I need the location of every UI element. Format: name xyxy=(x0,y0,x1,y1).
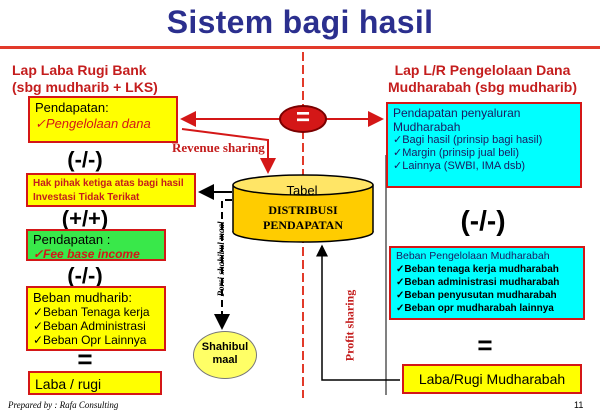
right-pendapatan-title-1: Pendapatan penyaluran xyxy=(393,106,521,120)
fee-base-income-box: Pendapatan : ✓Fee base income xyxy=(26,229,166,261)
porsi-shahibul-maal-label: Porsi shahibul maal xyxy=(216,221,226,297)
right-pendapatan-title-2: Mudharabah xyxy=(393,120,461,134)
beban-mudharib-item: ✓Beban Administrasi xyxy=(33,319,146,333)
right-pendapatan-box: Pendapatan penyaluran Mudharabah ✓Bagi h… xyxy=(386,102,582,188)
beban-mudharib-item: ✓Beban Opr Lainnya xyxy=(33,333,147,347)
right-beban-item: ✓Beban opr mudharabah lainnya xyxy=(396,303,554,314)
right-laba-rugi-box: Laba/Rugi Mudharabah xyxy=(402,364,582,394)
beban-mudharib-box: Beban mudharib: ✓Beban Tenaga kerja ✓Beb… xyxy=(26,286,166,351)
right-beban-item: ✓Beban penyusutan mudharabah xyxy=(396,290,557,301)
left-operator-3: (-/-) xyxy=(67,263,103,288)
right-pendapatan-item: ✓Bagi hasil (prinsip bagi hasil) xyxy=(393,134,543,146)
left-pendapatan-box: Pendapatan: ✓Pengelolaan dana xyxy=(28,96,178,143)
left-laba-rugi-box: Laba / rugi xyxy=(28,371,162,395)
beban-mudharib-title: Beban mudharib: xyxy=(33,290,133,305)
right-beban-title: Beban Pengelolaan Mudharabah xyxy=(396,250,550,262)
left-operator-1: (-/-) xyxy=(67,147,103,172)
right-beban-item: ✓Beban administrasi mudharabah xyxy=(396,277,560,288)
revenue-sharing-label: Revenue sharing xyxy=(172,140,265,155)
right-equals: = xyxy=(477,330,493,360)
shahibul-line1: Shahibul xyxy=(201,341,249,353)
right-header-line2: Mudharabah (sbg mudharib) xyxy=(388,79,577,95)
fee-item: ✓Fee base income xyxy=(33,247,140,261)
distribusi-pendapatan-label: DISTRIBUSI PENDAPATAN xyxy=(263,203,343,232)
right-operator: (-/-) xyxy=(460,205,506,236)
hak-pihak-ketiga-box: Hak pihak ketiga atas bagi hasil Investa… xyxy=(26,173,196,207)
equals-oval: = xyxy=(279,105,327,133)
left-header: Lap Laba Rugi Bank (sbg mudharib + LKS) xyxy=(12,62,267,96)
fee-title: Pendapatan : xyxy=(33,232,111,247)
left-pendapatan-title: Pendapatan: xyxy=(35,100,109,115)
cylinder-top xyxy=(232,174,374,196)
title-divider xyxy=(0,46,600,49)
beban-mudharib-item: ✓Beban Tenaga kerja xyxy=(33,305,150,319)
right-header-line1: Lap L/R Pengelolaan Dana xyxy=(394,62,571,78)
right-pendapatan-item: ✓Margin (prinsip jual beli) xyxy=(393,147,519,159)
arrow-porsi xyxy=(214,199,232,330)
right-pendapatan-item: ✓Lainnya (SWBI, IMA dsb) xyxy=(393,160,526,172)
shahibul-maal-oval: Shahibul maal xyxy=(193,331,257,379)
page-title: Sistem bagi hasil xyxy=(166,4,434,40)
left-header-line1: Lap Laba Rugi Bank xyxy=(12,62,147,78)
left-pendapatan-item: ✓Pengelolaan dana xyxy=(35,116,151,131)
profit-sharing-label: Profit sharing xyxy=(342,289,357,362)
left-operator-2: (+/+) xyxy=(61,206,109,231)
arrow-profit-sharing xyxy=(316,244,400,381)
arrow-revenue-sharing xyxy=(181,128,276,174)
page-number: 11 xyxy=(574,400,584,410)
right-beban-item: ✓Beban tenaga kerja mudharabah xyxy=(396,264,559,275)
footer-prepared-by: Prepared by : Rafa Consulting xyxy=(8,400,119,410)
shahibul-line2: maal xyxy=(212,354,238,366)
right-header: Lap L/R Pengelolaan Dana Mudharabah (sbg… xyxy=(375,62,590,96)
right-beban-box: Beban Pengelolaan Mudharabah ✓Beban tena… xyxy=(389,246,585,320)
left-header-line2: (sbg mudharib + LKS) xyxy=(12,79,158,95)
tabel-label: Tabel xyxy=(286,183,318,198)
left-equals: = xyxy=(77,344,93,374)
